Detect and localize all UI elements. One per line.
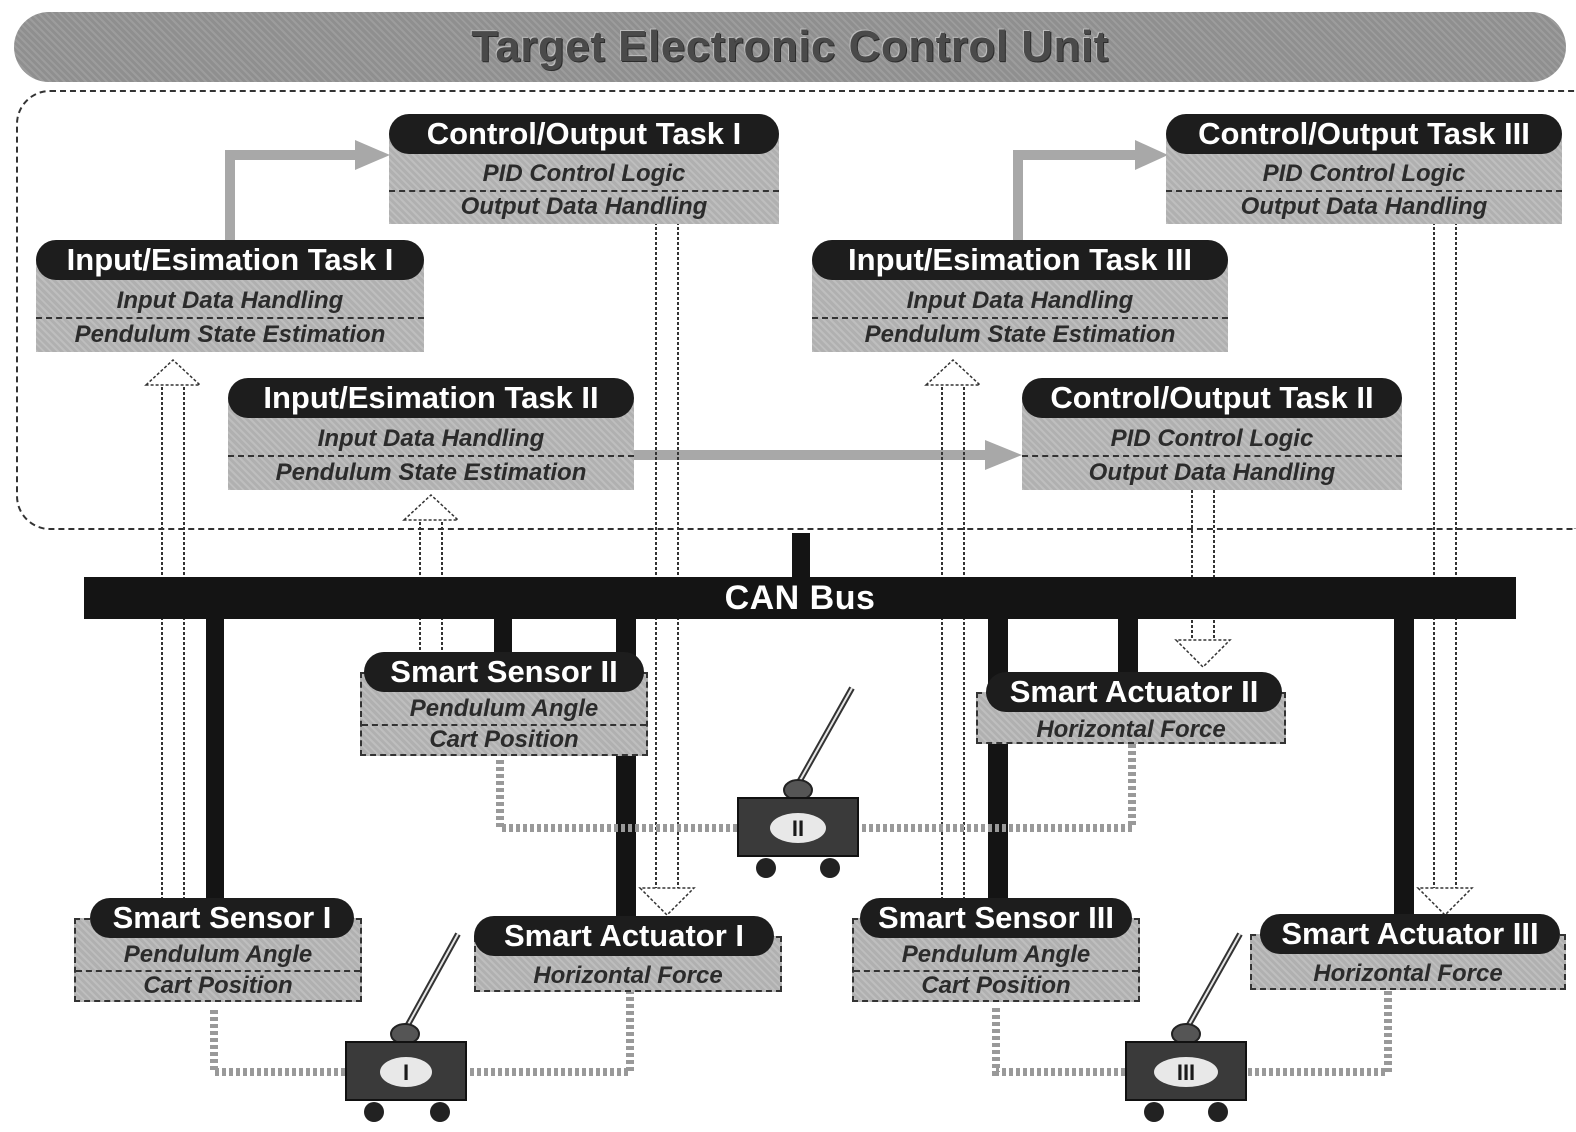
task-title: Input/Esimation Task I — [36, 240, 424, 280]
task-flow-heads — [355, 140, 1168, 470]
ecu-title: Target Electronic Control Unit — [471, 22, 1109, 71]
device-separator — [362, 724, 646, 726]
head-input1 — [144, 358, 202, 386]
task-line: PID Control Logic — [1110, 425, 1314, 452]
input-estimation-task-2: Input/Esimation Task II Input Data Handl… — [228, 378, 634, 490]
head-input2 — [402, 493, 460, 521]
plant-loops — [210, 742, 1392, 1076]
task-line: Pendulum State Estimation — [74, 321, 386, 348]
task-separator — [389, 190, 779, 192]
loop-1 — [210, 990, 634, 1076]
device-line: Cart Position — [921, 972, 1071, 999]
task-separator — [228, 455, 634, 457]
smart-sensor-1: Smart Sensor I Pendulum Angle Cart Posit… — [74, 898, 362, 1002]
path-control1-to-actuator1 — [655, 222, 679, 888]
task-title: Control/Output Task III — [1166, 114, 1562, 154]
task-line: Pendulum State Estimation — [275, 459, 587, 486]
control-output-task-1: Control/Output Task I PID Control Logic … — [389, 114, 779, 224]
input-estimation-task-3: Input/Esimation Task III Input Data Hand… — [812, 240, 1228, 352]
flow-head-control1 — [355, 140, 390, 170]
flow-head-control2 — [985, 440, 1022, 470]
flow-head-control3 — [1135, 140, 1168, 170]
task-flow-arrows — [225, 150, 1135, 460]
task-line: Input Data Handling — [116, 287, 344, 314]
ecu-bus-link — [792, 533, 810, 579]
device-line: Pendulum Angle — [901, 941, 1091, 968]
input-estimation-task-1: Input/Esimation Task I Input Data Handli… — [36, 240, 424, 352]
task-separator — [1166, 190, 1562, 192]
smart-sensor-2: Smart Sensor II Pendulum Angle Cart Posi… — [360, 652, 648, 756]
ecu-title-banner: Target Electronic Control Unit — [14, 12, 1566, 82]
task-title: Input/Esimation Task III — [812, 240, 1228, 280]
task-title: Control/Output Task II — [1022, 378, 1402, 418]
loop-3 — [992, 990, 1392, 1076]
smart-actuator-3: Smart Actuator III Horizontal Force — [1250, 914, 1566, 990]
bus-drop-actuator-2 — [1118, 617, 1138, 673]
flow-input3-to-control3 — [1013, 150, 1135, 240]
bus-drop-actuator-3 — [1394, 617, 1414, 915]
task-title: Input/Esimation Task II — [228, 378, 634, 418]
task-line: Output Data Handling — [1240, 193, 1488, 220]
path-sensor1-to-input1 — [161, 385, 185, 900]
device-title: Smart Sensor II — [364, 652, 644, 692]
task-separator — [812, 317, 1228, 319]
task-line: Output Data Handling — [460, 193, 708, 220]
bus-drop-sensor-2 — [494, 617, 512, 657]
smart-sensor-3: Smart Sensor III Pendulum Angle Cart Pos… — [852, 898, 1140, 1002]
bus-drop-sensor-3 — [988, 617, 1008, 902]
device-line: Horizontal Force — [1313, 960, 1503, 987]
device-line: Cart Position — [429, 726, 579, 753]
task-title: Control/Output Task I — [389, 114, 779, 154]
path-sensor3-to-input3 — [941, 385, 965, 905]
control-output-task-3: Control/Output Task III PID Control Logi… — [1166, 114, 1562, 224]
head-input3 — [924, 358, 982, 386]
task-separator — [36, 317, 424, 319]
loop-2 — [496, 742, 1136, 832]
ecu-boundary — [16, 90, 1576, 530]
control-output-task-2: Control/Output Task II PID Control Logic… — [1022, 378, 1402, 490]
task-line: PID Control Logic — [1262, 160, 1466, 187]
task-line: Input Data Handling — [317, 425, 545, 452]
smart-actuator-2: Smart Actuator II Horizontal Force — [976, 672, 1286, 744]
device-title: Smart Actuator I — [474, 916, 774, 956]
device-title: Smart Sensor III — [860, 898, 1132, 938]
device-title: Smart Sensor I — [90, 898, 354, 938]
device-line: Pendulum Angle — [409, 695, 599, 722]
head-actuator2 — [1174, 639, 1232, 669]
task-separator — [1022, 455, 1402, 457]
device-line: Pendulum Angle — [123, 941, 313, 968]
device-line: Horizontal Force — [533, 962, 723, 989]
task-line: PID Control Logic — [482, 160, 686, 187]
can-bus: CAN Bus — [84, 577, 1516, 619]
device-separator — [76, 970, 360, 972]
bus-data-heads — [144, 358, 1474, 917]
smart-actuator-1: Smart Actuator I Horizontal Force — [474, 916, 782, 992]
device-line: Horizontal Force — [1036, 716, 1226, 743]
path-control3-to-actuator3 — [1433, 222, 1457, 888]
device-title: Smart Actuator II — [986, 672, 1282, 712]
device-line: Cart Position — [143, 972, 293, 999]
can-bus-label: CAN Bus — [724, 578, 876, 617]
head-actuator3 — [1416, 887, 1474, 917]
device-title: Smart Actuator III — [1260, 914, 1560, 954]
task-line: Pendulum State Estimation — [864, 321, 1176, 348]
bus-drop-sensor-1 — [206, 617, 224, 907]
task-line: Input Data Handling — [906, 287, 1134, 314]
device-separator — [854, 970, 1138, 972]
flow-input1-to-control1 — [225, 150, 355, 240]
task-line: Output Data Handling — [1088, 459, 1336, 486]
head-actuator1 — [638, 887, 696, 917]
